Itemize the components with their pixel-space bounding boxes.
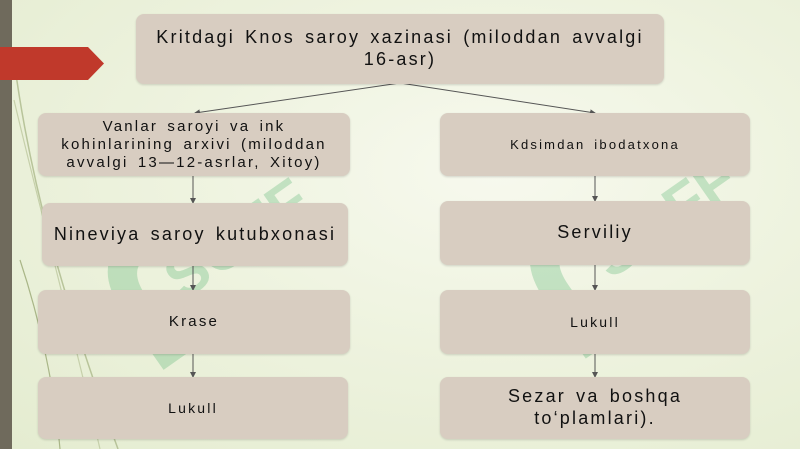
left-node-2: Nineviya saroy kutubxonasi: [42, 203, 348, 266]
right-node-1-text: Kdsimdan ibodatxona: [510, 136, 680, 152]
left-node-1-text: Vanlar saroyi va ink kohinlarining arxiv…: [61, 117, 327, 171]
right-node-3-text: Lukull: [570, 313, 620, 330]
root-node-box: Kritdagi Knos saroy xazinasi (miloddan a…: [136, 14, 664, 84]
title-accent-arrow: [0, 47, 104, 80]
root-node-text: Kritdagi Knos saroy xazinasi (miloddan a…: [156, 27, 644, 69]
left-node-3: Krase: [38, 290, 350, 354]
left-side-bar: [0, 0, 12, 449]
right-node-4-text: Sezar va boshqa to‘plamlari).: [507, 386, 683, 428]
right-node-1: Kdsimdan ibodatxona: [440, 113, 750, 176]
left-node-3-text: Krase: [168, 313, 220, 330]
right-node-2-text: Serviliy: [557, 222, 633, 243]
left-node-4: Lukull: [38, 377, 348, 439]
right-node-2: Serviliy: [440, 201, 750, 265]
right-node-3: Lukull: [440, 290, 750, 354]
left-node-2-text: Nineviya saroy kutubxonasi: [53, 223, 337, 244]
left-node-1: Vanlar saroyi va ink kohinlarining arxiv…: [38, 113, 350, 176]
right-node-4: Sezar va boshqa to‘plamlari).: [440, 377, 750, 439]
left-node-4-text: Lukull: [168, 399, 218, 416]
